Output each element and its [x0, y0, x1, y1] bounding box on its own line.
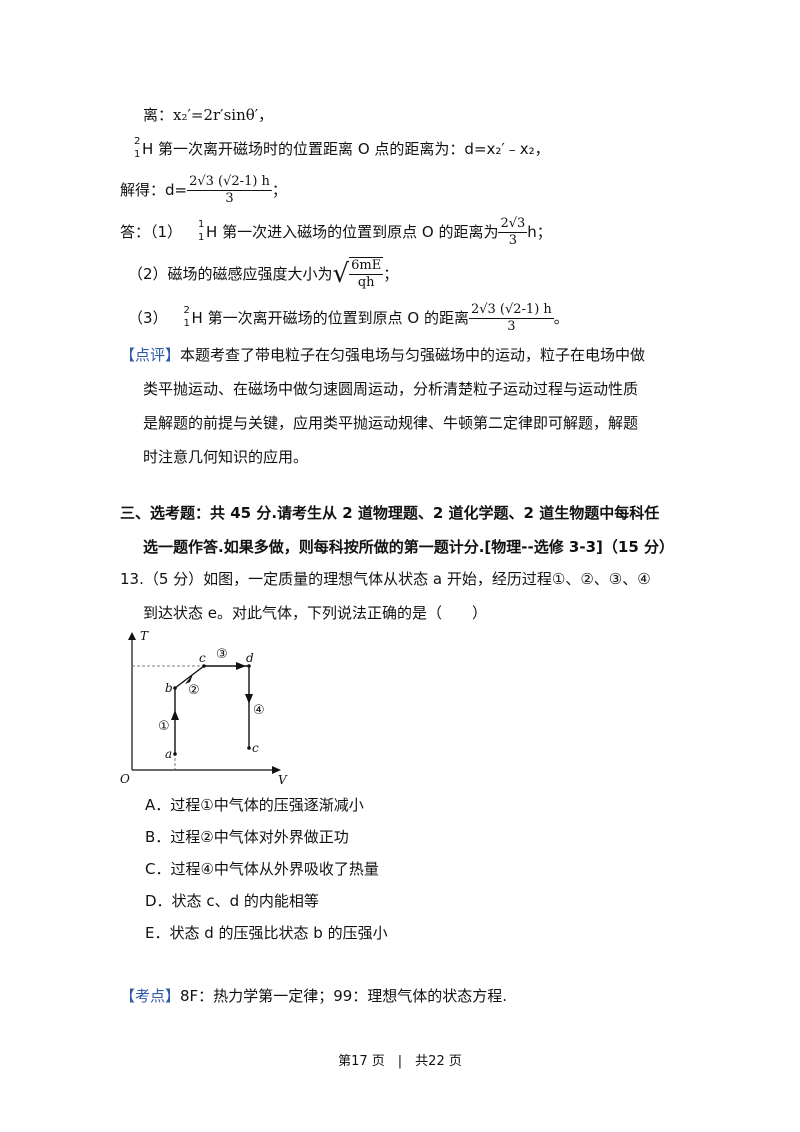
mass-number: 2 — [183, 305, 190, 316]
mass-number: 1 — [198, 219, 205, 230]
numerator: 2√3 (√2-1) h — [468, 301, 554, 319]
label-e: c — [252, 741, 259, 755]
section-heading-line-2: 选一题作答.如果多做，则每科按所做的第一题计分.[物理--选修 3-3]（15 … — [143, 538, 674, 556]
section-heading: 三、选考题：共 45 分.请考生从 2 道物理题、2 道化学题、2 道生物题中每… — [120, 496, 700, 564]
x-axis-arrow-icon — [272, 766, 281, 774]
step-4-label: ④ — [253, 703, 265, 718]
label-d: d — [246, 651, 254, 665]
option-d: D．状态 c、d 的内能相等 — [145, 892, 319, 910]
text: H 第一次离开磁场的位置到原点 O 的距离 — [191, 309, 469, 327]
numerator: 2√3 (√2-1) h — [187, 173, 272, 191]
numerator: 6mE — [349, 258, 384, 275]
option-a: A．过程①中气体的压强逐渐减小 — [145, 796, 364, 814]
text-tail: h； — [527, 223, 552, 241]
option-b: B．过程②中气体对外界做正功 — [145, 828, 349, 846]
numerator: 2√3 — [498, 215, 528, 233]
step-3-label: ③ — [216, 647, 228, 662]
text-label: （2）磁场的磁感应强度大小为 — [128, 265, 333, 283]
process-4-arrow-icon — [245, 694, 253, 704]
denominator: qh — [357, 275, 375, 290]
comment-block: 【点评】本题考查了带电粒子在匀强电场与匀强磁场中的运动，粒子在电场中做 类平抛运… — [120, 338, 680, 474]
label-b: b — [165, 681, 173, 695]
mass-number: 2 — [134, 136, 141, 147]
step-2-label: ② — [188, 683, 200, 698]
question-line-1: 13.（5 分）如图，一定质量的理想气体从状态 a 开始，经历过程①、②、③、④ — [120, 570, 651, 588]
comment-tag: 【点评】 — [120, 346, 181, 364]
kaodian-tag: 【考点】 — [120, 987, 181, 1005]
denominator: 3 — [508, 232, 517, 248]
point-b — [173, 686, 177, 690]
text-label: 离： — [143, 106, 174, 124]
comment-text: 本题考查了带电粒子在匀强电场与匀强磁场中的运动，粒子在电场中做 — [180, 346, 646, 364]
denominator: 3 — [225, 190, 234, 206]
text-label: 解得：d= — [120, 181, 188, 199]
axis-y-label: T — [140, 629, 149, 643]
text-tail: ； — [383, 265, 399, 283]
process-2-arrow-icon — [185, 674, 193, 684]
label-c: c — [199, 651, 206, 665]
comment-line-2: 类平抛运动、在磁场中做匀速圆周运动，分析清楚粒子运动过程与运动性质 — [143, 380, 639, 398]
question-block: 13.（5 分）如图，一定质量的理想气体从状态 a 开始，经历过程①、②、③、④… — [120, 562, 700, 630]
text-label: （3） — [128, 309, 168, 327]
text-tail: 。 — [553, 309, 569, 327]
option-c: C．过程④中气体从外界吸收了热量 — [145, 860, 379, 878]
option-e: E．状态 d 的压强比状态 b 的压强小 — [145, 924, 388, 942]
y-axis-arrow-icon — [128, 632, 136, 640]
axis-x-label: V — [278, 773, 288, 787]
text-tail: ； — [271, 181, 287, 199]
process-3-arrow-icon — [236, 662, 246, 670]
tv-diagram: T V O a b c d c ① ② ③ ④ — [120, 629, 288, 787]
comment-line-1: 【点评】本题考查了带电粒子在匀强电场与匀强磁场中的运动，粒子在电场中做 — [120, 338, 680, 372]
page-footer: 第17 页 | 共22 页 — [338, 1054, 462, 1069]
process-2-line — [174, 665, 205, 689]
point-a — [173, 752, 177, 756]
point-e — [247, 746, 251, 750]
point-c — [202, 664, 206, 668]
process-1-arrow-icon — [171, 710, 179, 720]
atomic-number: 1 — [183, 318, 190, 329]
solution-line-1: 离：x₂′=2r′sinθ′， — [143, 104, 273, 126]
kaodian-line: 【考点】8F：热力学第一定律；99：理想气体的状态方程. — [120, 985, 507, 1007]
radical-sign-icon: √ — [332, 259, 350, 289]
atomic-number: 1 — [198, 232, 205, 243]
text-label: 答：（1） — [120, 223, 183, 241]
comment-line-3: 是解题的前提与关键，应用类平抛运动规律、牛顿第二定律即可解题，解题 — [143, 414, 639, 432]
section-heading-line-1: 三、选考题：共 45 分.请考生从 2 道物理题、2 道化学题、2 道生物题中每… — [120, 504, 660, 522]
atomic-number: 1 — [134, 149, 141, 160]
step-1-label: ① — [158, 719, 170, 734]
origin-label: O — [120, 772, 130, 786]
denominator: 3 — [507, 318, 516, 334]
text: H 第一次进入磁场的位置到原点 O 的距离为 — [206, 223, 499, 241]
comment-line-4: 时注意几何知识的应用。 — [143, 448, 309, 466]
question-line-2: 到达状态 e。对此气体，下列说法正确的是（ ） — [143, 604, 487, 622]
point-d — [247, 664, 251, 668]
text: H 第一次离开磁场时的位置距离 O 点的距离为：d=x₂′﹣x₂， — [142, 140, 550, 158]
formula: x₂′=2r′sinθ′， — [173, 106, 274, 124]
kaodian-text: 8F：热力学第一定律；99：理想气体的状态方程. — [180, 987, 508, 1005]
label-a: a — [165, 747, 172, 761]
